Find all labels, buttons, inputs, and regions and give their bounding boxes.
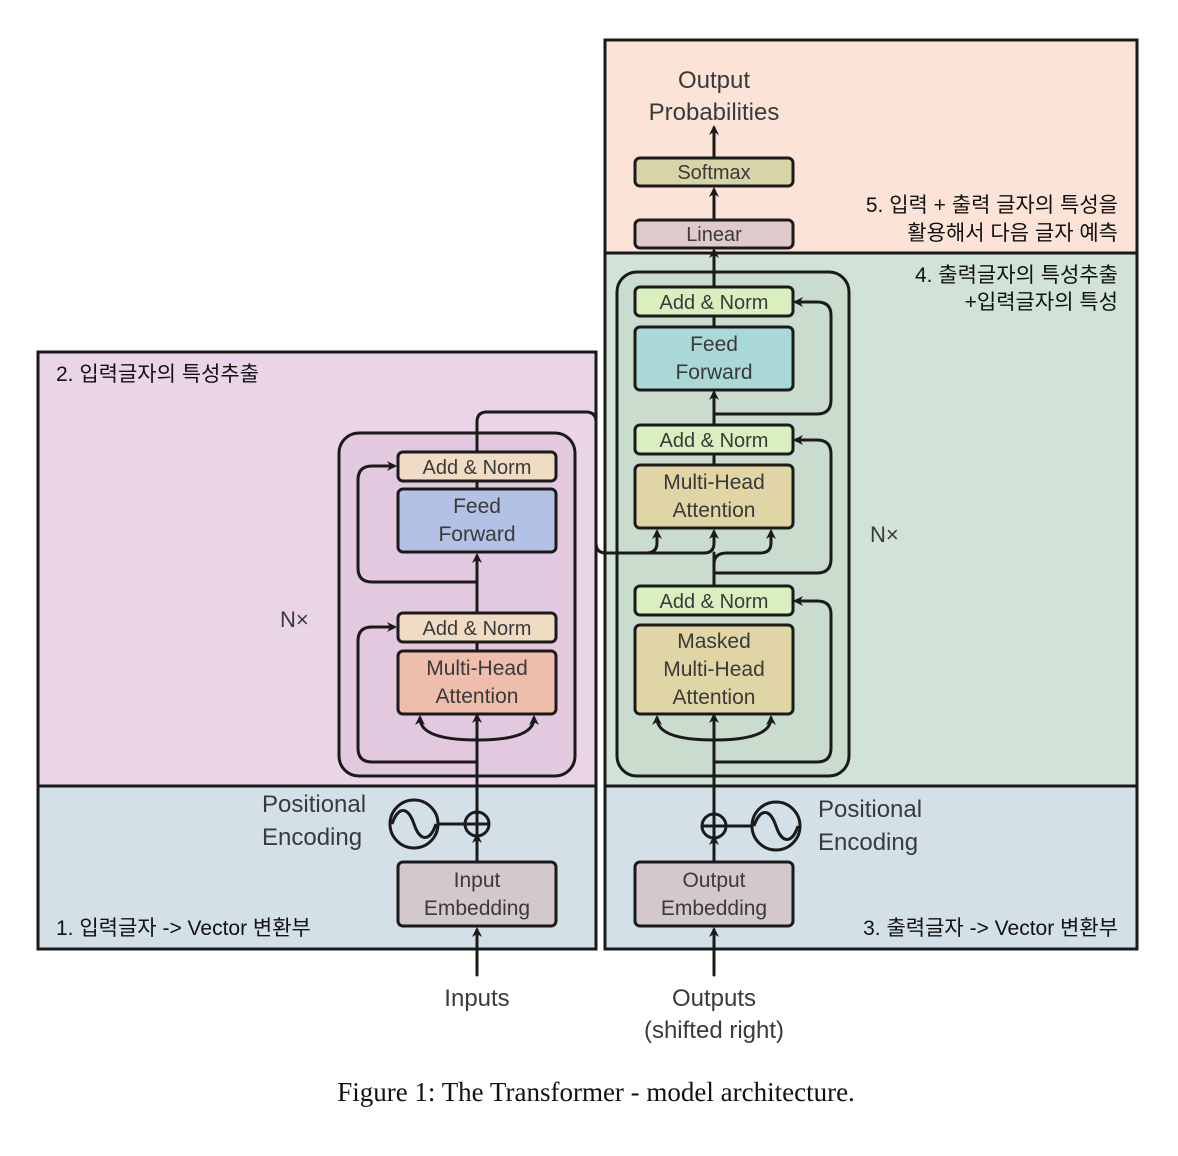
encoder-add-icon [463,810,491,838]
section-4-label-line1: 4. 출력글자의 특성추출 [915,264,1118,287]
section-5-label-line1: 5. 입력 + 출력 글자의 특성을 [866,194,1118,217]
decoder-multi-head-attention [633,463,795,530]
outputs-label-1: Outputs [672,985,756,1012]
output-probabilities-label-2: Probabilities [649,99,780,126]
decoder-masked-attention [633,623,795,716]
encoder-multi-head-label-1: Multi-Head [426,657,528,680]
decoder-add-norm-top [633,285,795,318]
softmax-label: Softmax [677,162,750,184]
input-embedding-label-1: Input [454,869,501,892]
decoder-add-norm-bottom [633,584,795,617]
linear-label: Linear [686,224,742,246]
linear-box [633,218,795,250]
decoder-add-norm-bottom-label: Add & Norm [660,591,769,613]
decoder-positional-encoding-icon [726,800,802,852]
output-probabilities-label-1: Output [678,67,750,94]
output-embedding-box [633,860,795,928]
decoder-add-norm-mid-label: Add & Norm [660,430,769,452]
inputs-label: Inputs [444,985,509,1012]
encoder-multi-head-label-2: Attention [436,685,519,708]
softmax-box [633,156,795,188]
encoder-feed-forward-label-2: Forward [438,523,515,546]
decoder-masked-label-1: Masked [677,630,751,653]
section-1-label: 1. 입력글자 -> Vector 변환부 [56,917,311,940]
decoder-multi-head-label-2: Attention [673,499,756,522]
decoder-pos-enc-label-2: Encoding [818,829,918,856]
decoder-multi-head-label-1: Multi-Head [663,471,765,494]
encoder-pos-enc-label-2: Encoding [262,824,362,851]
encoder-nx-block [337,431,577,778]
encoder-feed-forward-label-1: Feed [453,495,501,518]
section-2-label: 2. 입력글자의 특성추출 [56,363,259,386]
decoder-pos-enc-label-1: Positional [818,796,922,823]
encoder-add-norm-bottom-label: Add & Norm [423,618,532,640]
outputs-label-2: (shifted right) [644,1017,784,1044]
encoder-nx-label: N× [280,607,309,632]
decoder-masked-label-2: Multi-Head [663,658,765,681]
encoder-wires [356,410,719,977]
encoder-feed-forward [396,487,558,554]
output-embedding-label-1: Output [682,869,745,892]
input-embedding-label-2: Embedding [424,897,530,920]
decoder-masked-label-3: Attention [673,686,756,709]
section-5-label-line2: 활용해서 다음 글자 예측 [907,222,1118,245]
decoder-add-norm-mid [633,423,795,456]
decoder-nx-label: N× [870,522,899,547]
encoder-add-norm-bottom [396,611,558,644]
decoder-add-norm-top-label: Add & Norm [660,292,769,314]
encoder-multi-head-attention [396,649,558,716]
encoder-add-norm-top-label: Add & Norm [423,457,532,479]
section-output-probabilities [603,38,1139,255]
input-embedding-box [396,860,558,928]
section-4-label-line2: +입력글자의 특성 [965,291,1118,314]
decoder-feed-forward [633,325,795,392]
section-3-label: 3. 출력글자 -> Vector 변환부 [863,917,1118,940]
decoder-feed-forward-label-2: Forward [675,361,752,384]
decoder-add-icon [700,812,728,840]
figure-caption: Figure 1: The Transformer - model archit… [337,1077,855,1107]
encoder-add-norm-top [396,450,558,483]
output-embedding-label-2: Embedding [661,897,767,920]
decoder-feed-forward-label-1: Feed [690,333,738,356]
encoder-pos-enc-label-1: Positional [262,791,366,818]
encoder-positional-encoding-icon [388,798,466,850]
